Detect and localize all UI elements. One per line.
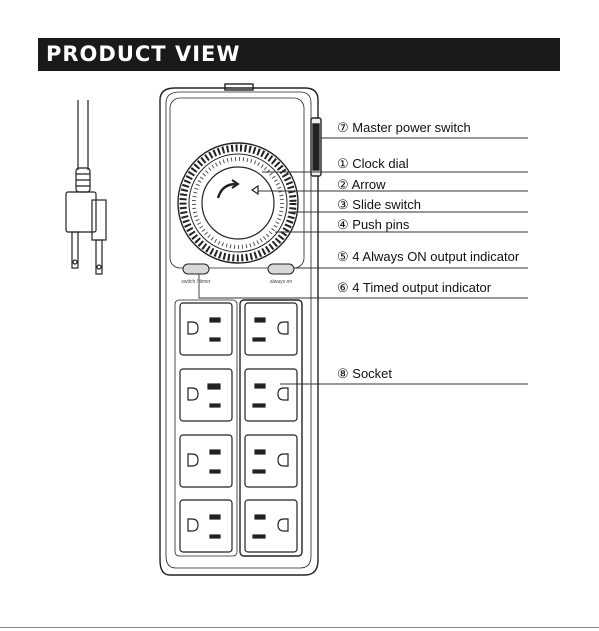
- callout-number: ③: [337, 197, 349, 212]
- callout-text: Arrow: [352, 177, 386, 192]
- power-plug-illustration: [66, 100, 106, 274]
- socket-right-1[interactable]: [245, 303, 297, 355]
- callout-timed-indicator: ⑥ 4 Timed output indicator: [337, 280, 491, 296]
- callout-clock-dial: ① Clock dial: [337, 156, 409, 172]
- socket-right-3[interactable]: [245, 435, 297, 487]
- callout-number: ⑤: [337, 249, 349, 264]
- callout-number: ①: [337, 156, 349, 171]
- socket-group-right: [240, 300, 302, 556]
- callout-number: ⑧: [337, 366, 349, 381]
- callout-arrow: ② Arrow: [337, 177, 386, 193]
- indicator-row: switch / timer always on: [181, 264, 294, 285]
- arrow-pointer-icon: [252, 186, 258, 194]
- callout-text: 4 Always ON output indicator: [352, 249, 519, 264]
- callout-number: ④: [337, 217, 349, 232]
- callout-number: ⑥: [337, 280, 349, 295]
- callout-socket: ⑧ Socket: [337, 366, 392, 382]
- switch-caption: switch / timer: [181, 279, 211, 285]
- callout-number: ②: [337, 177, 349, 192]
- callout-always-on-indicator: ⑤ 4 Always ON output indicator: [337, 249, 519, 265]
- callout-text: Push pins: [352, 217, 409, 232]
- socket-right-4[interactable]: [245, 500, 297, 552]
- callout-master-power-switch: ⑦ Master power switch: [337, 120, 471, 136]
- socket-left-2[interactable]: [180, 369, 232, 421]
- callout-text: 4 Timed output indicator: [352, 280, 491, 295]
- callout-text: Slide switch: [352, 197, 421, 212]
- callout-text: Master power switch: [352, 120, 470, 135]
- socket-left-1[interactable]: [180, 303, 232, 355]
- always-on-caption: always on: [270, 279, 292, 285]
- callout-text: Socket: [352, 366, 392, 381]
- callout-number: ⑦: [337, 120, 349, 135]
- callout-text: Clock dial: [352, 156, 408, 171]
- callout-push-pins: ④ Push pins: [337, 217, 409, 233]
- footer-divider: [0, 627, 599, 628]
- timed-indicator: [183, 264, 209, 274]
- socket-left-4[interactable]: [180, 500, 232, 552]
- socket-group-left: [175, 300, 237, 556]
- socket-left-3[interactable]: [180, 435, 232, 487]
- clock-dial[interactable]: [178, 143, 298, 263]
- callout-slide-switch: ③ Slide switch: [337, 197, 421, 213]
- always-on-indicator: [268, 264, 294, 274]
- socket-right-2[interactable]: [245, 369, 297, 421]
